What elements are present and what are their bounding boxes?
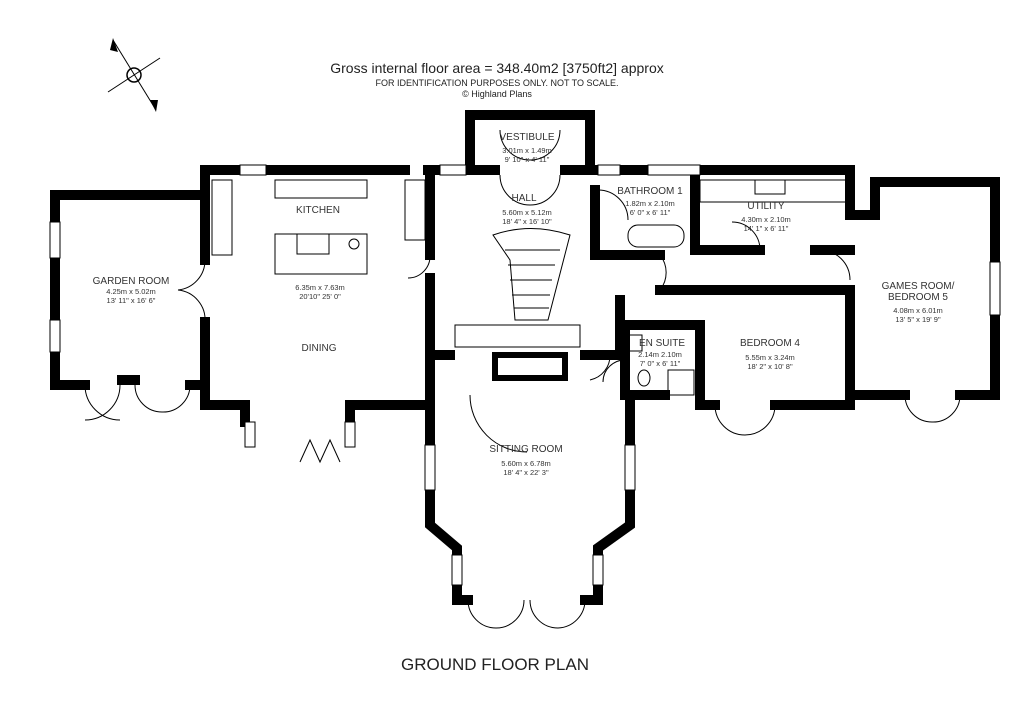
room-bedroom-4: BEDROOM 4 5.55m x 3.24m 18' 2" x 10' 8" (740, 338, 800, 371)
room-name: GARDEN ROOM (93, 276, 170, 287)
room-imperial: 13' 5" x 19' 9" (895, 315, 941, 324)
room-metric: 1.82m x 2.10m (625, 199, 675, 208)
room-utility: UTILITY 4.30m x 2.10m 14' 1" x 6' 11" (741, 201, 791, 233)
room-imperial: 13' 11" x 16' 6" (107, 296, 156, 305)
room-metric: 4.30m x 2.10m (741, 215, 791, 224)
room-metric: 6.35m x 7.63m (295, 283, 345, 292)
room-metric: 3.01m x 1.49m (502, 146, 552, 155)
room-dining: DINING (302, 343, 337, 354)
room-imperial: 20'10" 25' 0" (299, 292, 341, 301)
room-metric: 5.55m x 3.24m (745, 353, 795, 362)
room-name: SITTING ROOM (489, 444, 562, 455)
windows (49, 164, 1001, 586)
room-kitchen: KITCHEN 6.35m x 7.63m 20'10" 25' 0" (295, 205, 345, 301)
room-hall: HALL 5.60m x 5.12m 18' 4" x 16' 10" (502, 193, 552, 226)
room-name-2: BEDROOM 5 (888, 292, 948, 303)
room-metric: 4.25m x 5.02m (106, 287, 156, 296)
doors (84, 129, 961, 629)
room-vestibule: VESTIBULE 3.01m x 1.49m 9' 10" x 4' 11" (499, 132, 554, 164)
room-metric: 2.14m 2.10m (638, 350, 682, 359)
room-bathroom: BATHROOM 1 1.82m x 2.10m 6' 0" x 6' 11" (617, 186, 683, 217)
room-sitting: SITTING ROOM 5.60m x 6.78m 18' 4" x 22' … (489, 444, 562, 477)
room-garden: GARDEN ROOM 4.25m x 5.02m 13' 11" x 16' … (93, 276, 170, 305)
plan-title: GROUND FLOOR PLAN (401, 655, 589, 674)
room-metric: 4.08m x 6.01m (893, 306, 943, 315)
fixtures (211, 179, 851, 396)
room-name: UTILITY (747, 201, 785, 212)
room-metric: 5.60m x 6.78m (501, 459, 551, 468)
room-name: VESTIBULE (499, 132, 554, 143)
room-name: EN SUITE (639, 338, 685, 349)
compass-icon (107, 38, 161, 112)
room-en-suite: EN SUITE 2.14m 2.10m 7' 0" x 6' 11" (638, 338, 685, 368)
disclaimer-text: FOR IDENTIFICATION PURPOSES ONLY. NOT TO… (375, 78, 618, 88)
room-name: HALL (511, 193, 536, 204)
walls (50, 110, 1000, 605)
room-imperial: 6' 0" x 6' 11" (630, 208, 671, 217)
copyright-text: © Highland Plans (462, 89, 532, 99)
room-imperial: 18' 2" x 10' 8" (747, 362, 793, 371)
room-name: KITCHEN (296, 205, 340, 216)
room-imperial: 7' 0" x 6' 11" (640, 359, 681, 368)
room-name-1: GAMES ROOM/ (882, 281, 955, 292)
room-name: BEDROOM 4 (740, 338, 800, 349)
gross-area-text: Gross internal floor area = 348.40m2 [37… (330, 60, 663, 76)
room-imperial: 18' 4" x 16' 10" (502, 217, 552, 226)
room-games: GAMES ROOM/ BEDROOM 5 4.08m x 6.01m 13' … (882, 281, 955, 324)
room-imperial: 9' 10" x 4' 11" (505, 155, 550, 164)
room-imperial: 14' 1" x 6' 11" (744, 224, 789, 233)
room-metric: 5.60m x 5.12m (502, 208, 552, 217)
room-name: BATHROOM 1 (617, 186, 683, 197)
room-imperial: 18' 4" x 22' 3" (503, 468, 549, 477)
